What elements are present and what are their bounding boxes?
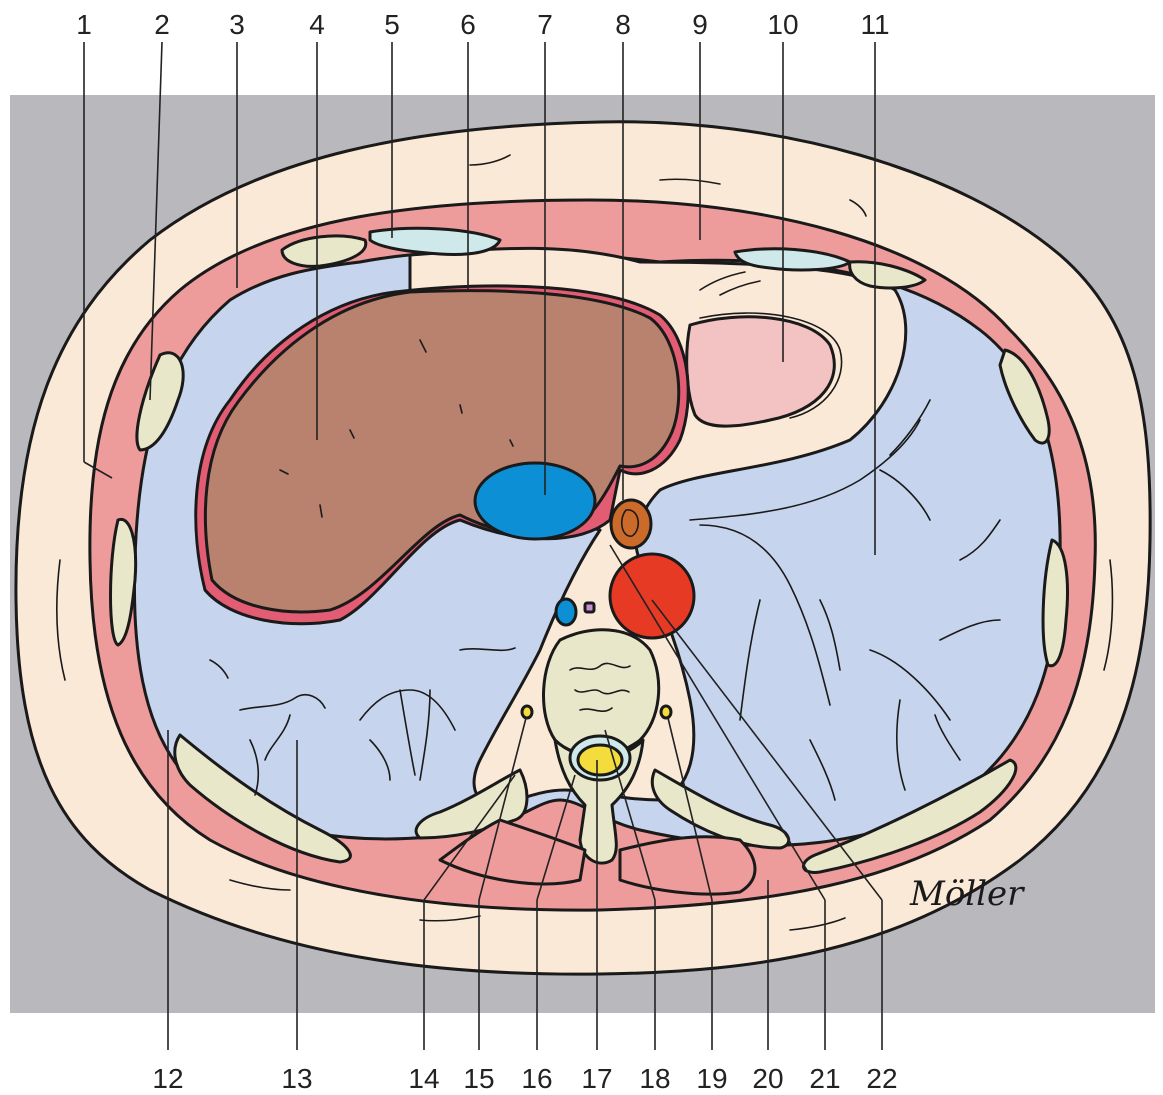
- sympathetic-trunk-right: [661, 706, 671, 718]
- rib-lateral-right-2: [1043, 540, 1067, 666]
- label-11: 11: [860, 9, 889, 40]
- label-22: 22: [866, 1063, 897, 1094]
- thoracic-duct: [585, 603, 594, 612]
- esophagus: [611, 500, 651, 548]
- azygos-vein: [556, 599, 576, 625]
- label-13: 13: [281, 1063, 312, 1094]
- label-20: 20: [752, 1063, 783, 1094]
- label-21: 21: [809, 1063, 840, 1094]
- label-6: 6: [460, 9, 476, 40]
- label-8: 8: [615, 9, 631, 40]
- label-4: 4: [309, 9, 325, 40]
- artist-signature: Möller: [909, 874, 1025, 914]
- label-1: 1: [76, 9, 92, 40]
- label-9: 9: [692, 9, 708, 40]
- sympathetic-trunk-left: [522, 706, 532, 718]
- label-17: 17: [581, 1063, 612, 1094]
- label-14: 14: [408, 1063, 439, 1094]
- label-2: 2: [154, 9, 170, 40]
- label-5: 5: [384, 9, 400, 40]
- label-19: 19: [696, 1063, 727, 1094]
- labels-bottom: 12 13 14 15 16 17 18 19 20 21 22: [152, 1063, 897, 1094]
- label-18: 18: [639, 1063, 670, 1094]
- label-12: 12: [152, 1063, 183, 1094]
- label-15: 15: [463, 1063, 494, 1094]
- labels-top: 1 2 3 4 5 6 7 8 9 10 11: [76, 9, 889, 40]
- label-3: 3: [229, 9, 245, 40]
- inferior-vena-cava: [475, 463, 595, 539]
- label-7: 7: [537, 9, 553, 40]
- label-16: 16: [521, 1063, 552, 1094]
- label-10: 10: [767, 9, 798, 40]
- spinal-cord: [578, 745, 622, 775]
- erector-spinae-right: [620, 837, 755, 894]
